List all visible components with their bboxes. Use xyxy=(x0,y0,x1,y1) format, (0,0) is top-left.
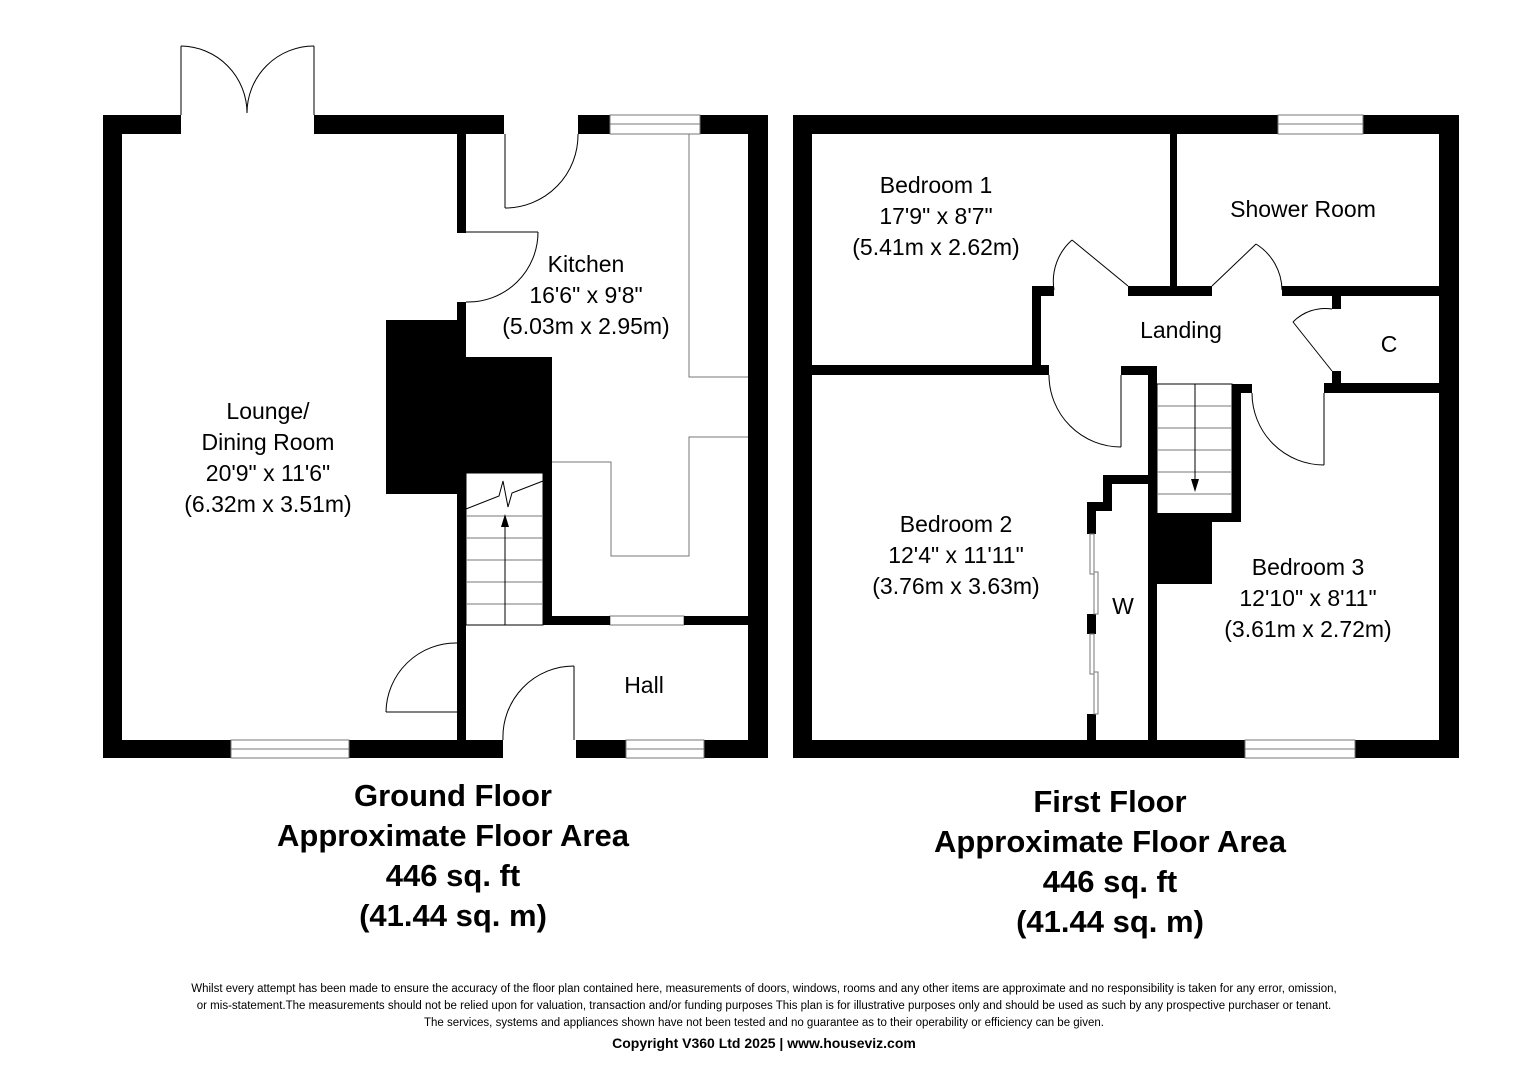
room-label-kitchen: Kitchen 16'6" x 9'8" (5.03m x 2.95m) xyxy=(502,249,669,342)
room-name: Lounge/ xyxy=(226,398,310,424)
room-dimensions-imperial: 17'9" x 8'7" xyxy=(879,203,993,229)
room-label-bedroom-3: Bedroom 3 12'10" x 8'11" (3.61m x 2.72m) xyxy=(1224,552,1391,645)
room-name: Hall xyxy=(624,672,664,698)
room-dimensions-imperial: 16'6" x 9'8" xyxy=(529,282,643,308)
room-label-hall: Hall xyxy=(624,670,664,701)
room-dimensions-metric: (3.61m x 2.72m) xyxy=(1224,616,1392,642)
room-dimensions-imperial: 12'10" x 8'11" xyxy=(1239,585,1377,611)
room-dimensions-imperial: 12'4" x 11'11" xyxy=(888,542,1024,568)
disclaimer-line-2: or mis-statement.The measurements should… xyxy=(196,1000,1332,1012)
sliding-wardrobe-door-icon xyxy=(1089,533,1099,715)
room-name: Bedroom 2 xyxy=(899,511,1013,537)
room-name: Landing xyxy=(1140,317,1222,343)
room-label-cupboard: C xyxy=(1381,329,1398,360)
disclaimer-line-1: Whilst every attempt has been made to en… xyxy=(191,983,1337,995)
french-doors-icon xyxy=(180,45,315,115)
room-name: Shower Room xyxy=(1230,196,1376,222)
room-label-lounge-dining: Lounge/ Dining Room 20'9" x 11'6" (6.32m… xyxy=(184,396,351,520)
first-floor-plan xyxy=(793,114,1459,759)
copyright-notice: Copyright V360 Ltd 2025 | www.houseviz.c… xyxy=(612,1035,916,1051)
floor-area-sqm: (41.44 sq. m) xyxy=(359,898,547,933)
floor-title: First Floor xyxy=(1033,784,1187,819)
room-name-line2: Dining Room xyxy=(201,429,335,455)
floor-area-sqm: (41.44 sq. m) xyxy=(1016,904,1204,939)
room-name: C xyxy=(1380,331,1398,357)
ground-floor-summary: Ground Floor Approximate Floor Area 446 … xyxy=(277,776,629,936)
floor-title: Ground Floor xyxy=(353,778,553,813)
room-dimensions-metric: (5.03m x 2.95m) xyxy=(502,313,670,339)
floor-area-sqft: 446 sq. ft xyxy=(1042,864,1178,899)
room-name: Kitchen xyxy=(547,251,625,277)
room-name: Bedroom 3 xyxy=(1251,554,1365,580)
window-icon xyxy=(230,114,705,759)
staircase-icon xyxy=(465,472,544,626)
room-dimensions-metric: (3.76m x 3.63m) xyxy=(872,573,1040,599)
floor-area-sqft: 446 sq. ft xyxy=(385,858,521,893)
floor-area-label: Approximate Floor Area xyxy=(934,824,1286,859)
room-name: Bedroom 1 xyxy=(879,172,993,198)
room-label-landing: Landing xyxy=(1140,315,1222,346)
room-label-bedroom-2: Bedroom 2 12'4" x 11'11" (3.76m x 3.63m) xyxy=(872,509,1039,602)
first-floor-summary: First Floor Approximate Floor Area 446 s… xyxy=(934,782,1286,942)
room-label-wardrobe: W xyxy=(1112,591,1134,622)
disclaimer-line-3: The services, systems and appliances sho… xyxy=(424,1017,1104,1029)
ground-floor-plan xyxy=(103,45,768,759)
room-dimensions-metric: (6.32m x 3.51m) xyxy=(184,491,352,517)
room-dimensions-metric: (5.41m x 2.62m) xyxy=(852,234,1020,260)
room-label-bedroom-1: Bedroom 1 17'9" x 8'7" (5.41m x 2.62m) xyxy=(852,170,1019,263)
room-label-shower-room: Shower Room xyxy=(1230,194,1376,225)
window-icon xyxy=(1244,114,1364,759)
disclaimer: Whilst every attempt has been made to en… xyxy=(0,981,1528,1053)
room-name: W xyxy=(1112,593,1134,619)
staircase-icon xyxy=(1156,383,1233,521)
room-dimensions-imperial: 20'9" x 11'6" xyxy=(205,460,331,486)
floor-area-label: Approximate Floor Area xyxy=(277,818,629,853)
